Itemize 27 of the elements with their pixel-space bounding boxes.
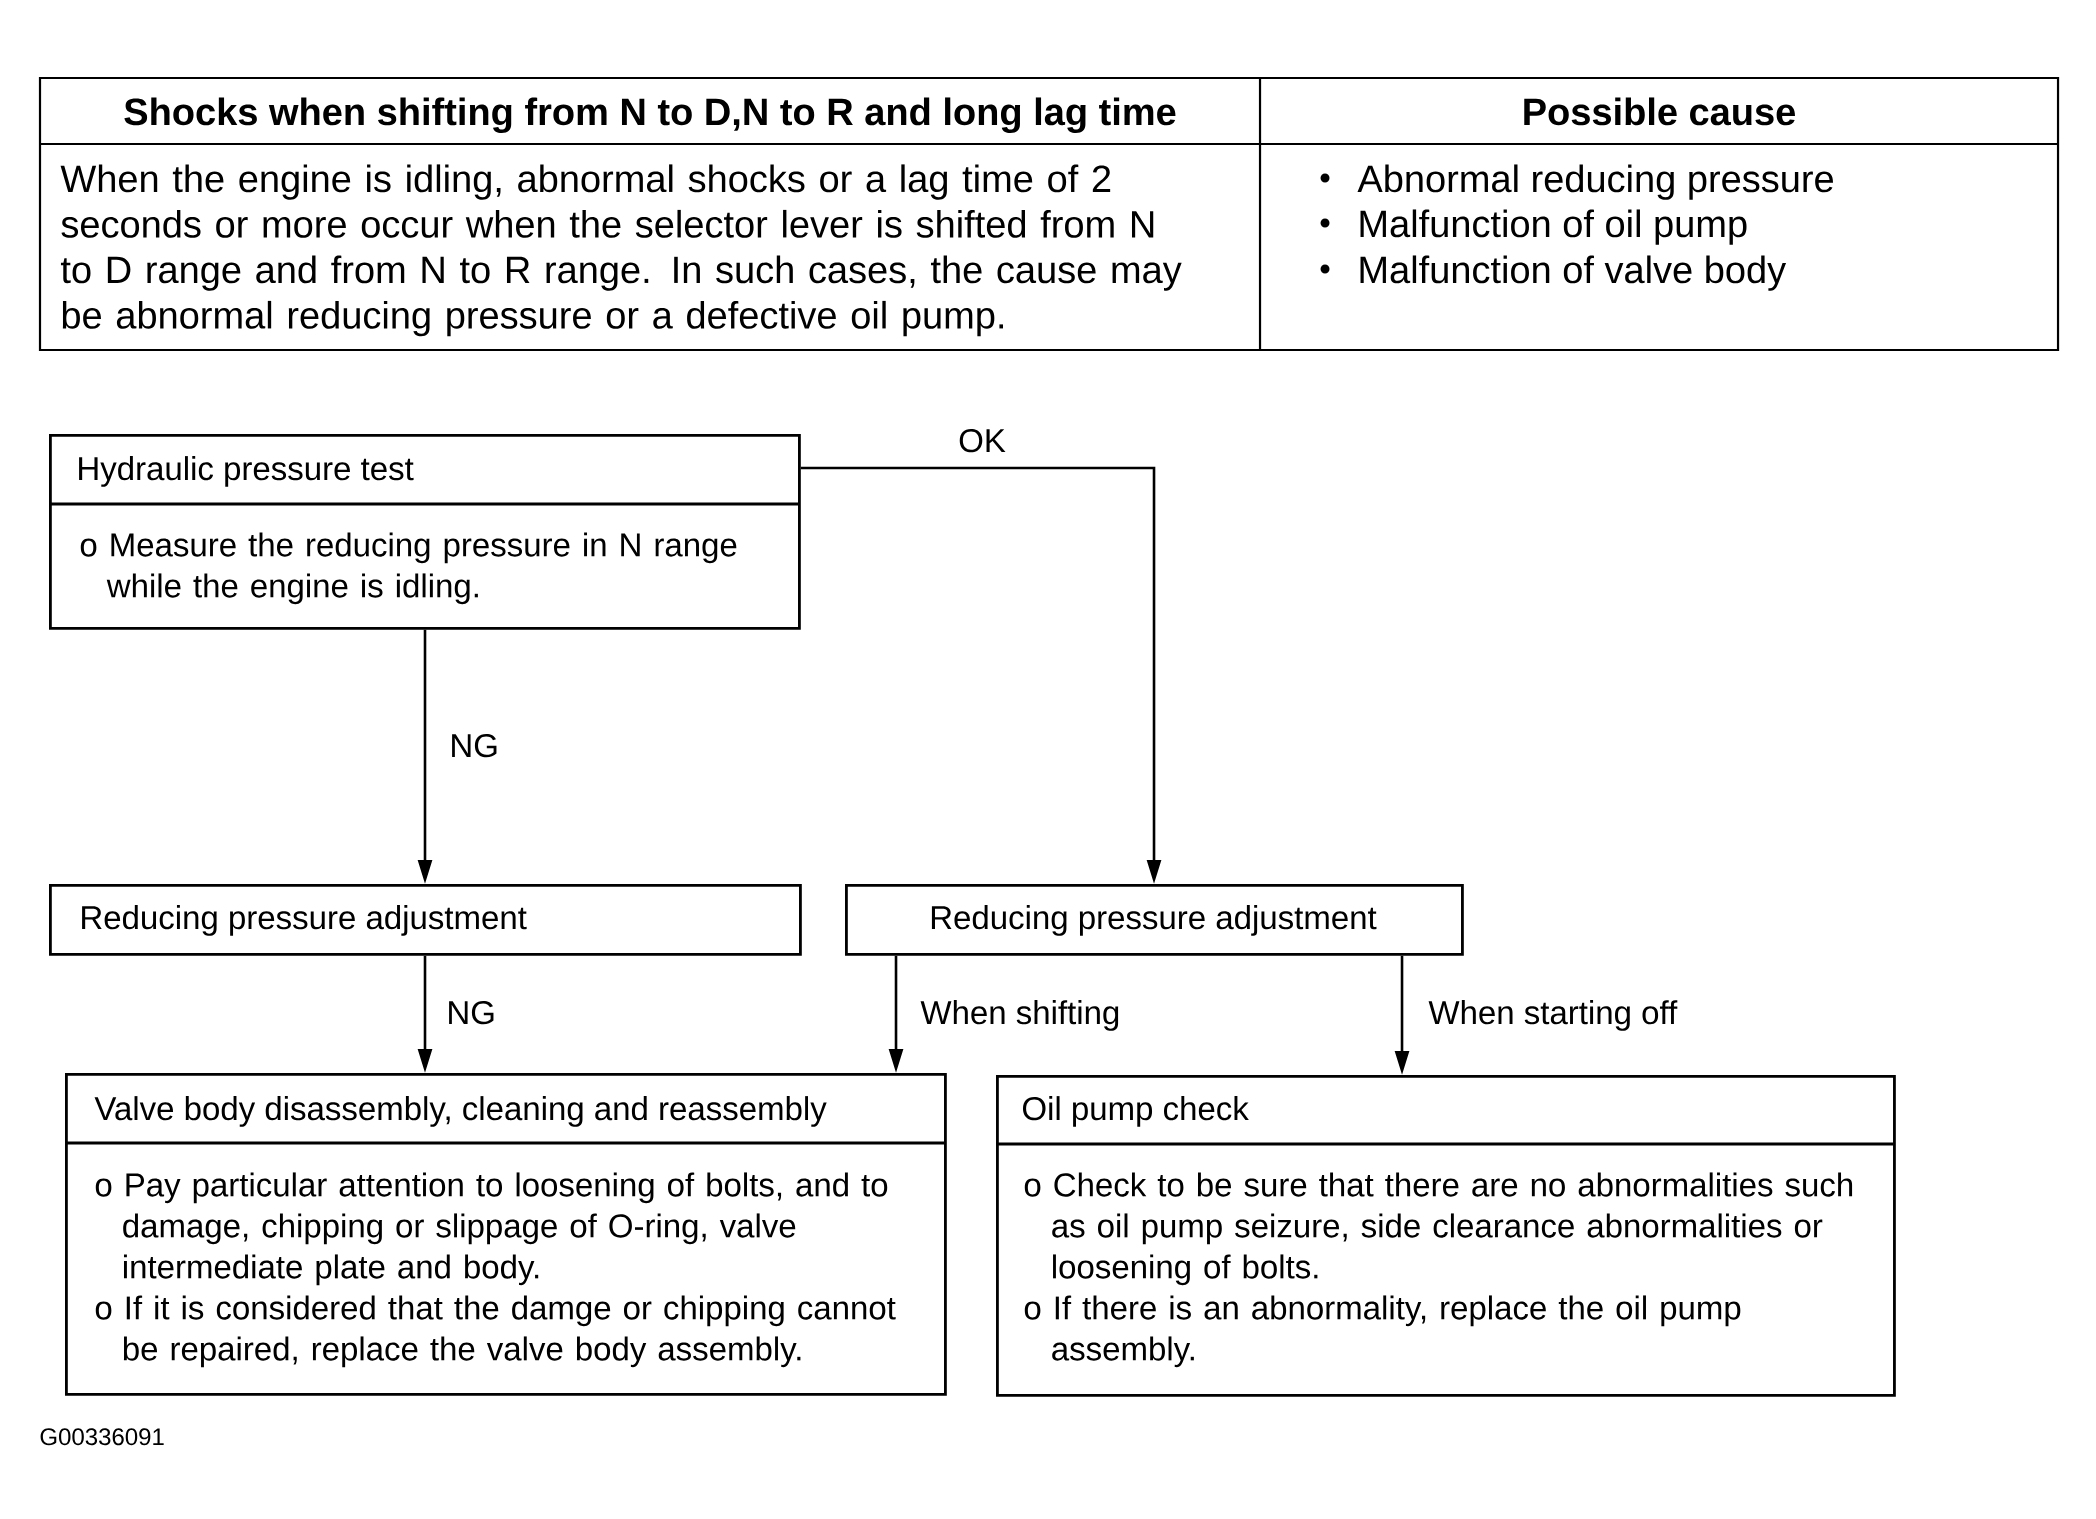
description-text: When the engine is idling, abnormal shocks or a lag time of 2 seconds or more occur when the selector lever is shifted from N to D range and from N to R range. In such cases, the cause may be abnormal reducing pressure or a defective oil pump.: [60, 164, 1182, 337]
edge-label: NG: [444, 998, 498, 1027]
box-heading: Reducing pressure adjustment: [82, 905, 527, 936]
list-item: o Check to be sure that there are no abnormalities such as oil pump seizure, side clearance abnormalities or loosening of bolts.: [1024, 1172, 1853, 1286]
process-box: [845, 884, 1464, 956]
list-item: o Measure the reducing pressure in N range while the engine is idling.: [80, 532, 737, 605]
process-box: [49, 884, 802, 956]
process-box: [65, 1073, 947, 1396]
process-box: [49, 434, 801, 630]
list-item: o If it is considered that the damge or chipping cannot be repaired, replace the valve body assembly.: [95, 1295, 896, 1368]
list-item: Malfunction of valve body: [1360, 255, 1787, 291]
list-item: Malfunction of oil pump: [1360, 209, 1747, 245]
edge-label: OK: [956, 426, 1008, 455]
process-box: [996, 1075, 1896, 1397]
box-heading: Hydraulic pressure test: [79, 456, 414, 487]
edge-label: NG: [447, 731, 501, 760]
box-heading: Valve body disassembly, cleaning and reassembly: [94, 1096, 827, 1127]
figure-code: G00336091: [40, 1428, 164, 1446]
edge-label: When shifting: [918, 998, 1123, 1033]
box-heading: Oil pump check: [1023, 1096, 1249, 1127]
edge-label: When starting off: [1426, 998, 1680, 1033]
column-header: Shocks when shifting from N to D,N to R and long lag time: [124, 97, 1176, 134]
column-header: Possible cause: [1524, 97, 1795, 126]
box-heading: Reducing pressure adjustment: [931, 905, 1377, 936]
list-item: o Pay particular attention to loosening of bolts, and to damage, chipping or slippage of O-ring, valve intermediate plate and body.: [95, 1172, 888, 1286]
list-item: Abnormal reducing pressure: [1357, 164, 1833, 200]
list-item: o If there is an abnormality, replace the oil pump assembly.: [1024, 1295, 1741, 1368]
